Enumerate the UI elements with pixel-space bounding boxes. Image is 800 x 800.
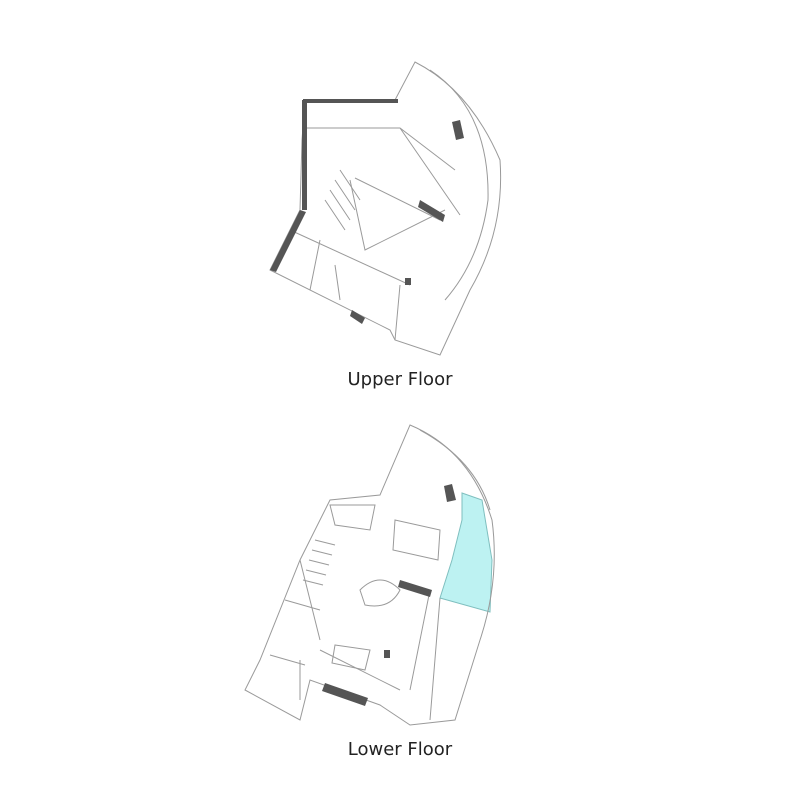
- pool: [439, 492, 493, 613]
- lower-column-1: [444, 484, 456, 502]
- upper-floor-caption: Upper Floor: [347, 369, 453, 390]
- lower-floor-plan: [244, 424, 495, 726]
- lower-column-2: [384, 650, 390, 658]
- upper-wall-solid-left: [302, 100, 307, 210]
- upper-wall-segment-2: [350, 310, 365, 324]
- lower-stairs: [302, 539, 336, 586]
- upper-wall-solid-top: [303, 99, 398, 103]
- upper-wall-solid-diagonal: [270, 210, 306, 272]
- lower-wall-segment-2: [322, 683, 368, 706]
- upper-inner-walls: [289, 127, 461, 341]
- lower-wall-segment-1: [398, 580, 432, 597]
- lower-floor-caption: Lower Floor: [347, 739, 453, 760]
- upper-floor-plan: [269, 61, 502, 356]
- lower-outer-outline: [244, 424, 495, 726]
- upper-balcony-arc: [429, 69, 489, 301]
- upper-wall-segment-1: [418, 200, 445, 222]
- lower-furniture: [331, 519, 441, 671]
- lower-balcony-edge: [419, 429, 491, 721]
- upper-column-2: [405, 278, 411, 285]
- upper-column-1: [452, 120, 464, 140]
- upper-stairs: [324, 169, 361, 231]
- lower-inner-walls: [269, 504, 431, 700]
